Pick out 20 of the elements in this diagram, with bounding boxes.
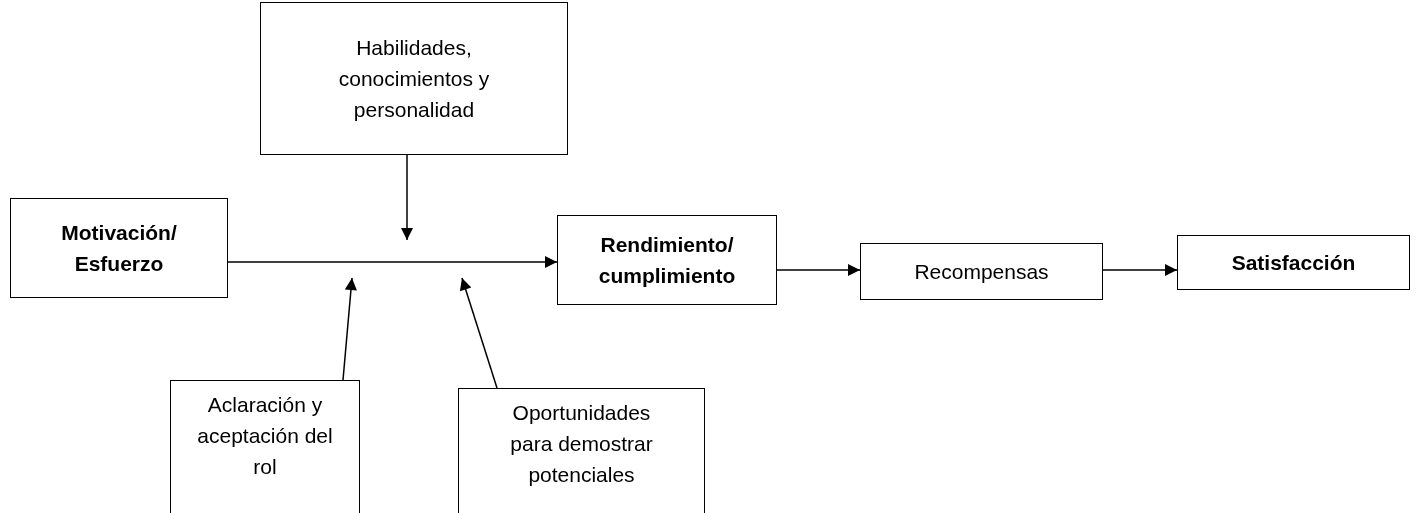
arrow (459, 277, 498, 389)
process-box (458, 388, 705, 513)
box-label: Habilidades, conocimientos y personalidad (337, 35, 491, 123)
process-box (1177, 235, 1410, 290)
process-box (860, 243, 1103, 300)
process-box (170, 380, 360, 513)
box-label: Oportunidades para demostrar potenciales (509, 400, 654, 488)
arrow (776, 264, 861, 276)
box-label: Aclaración y aceptación del rol (196, 392, 334, 480)
arrow (342, 277, 357, 381)
arrow (1102, 264, 1178, 276)
arrow (227, 256, 558, 268)
box-label: Rendimiento/ cumplimiento (597, 232, 737, 289)
box-label: Satisfacción (1231, 250, 1356, 276)
process-box (260, 2, 568, 155)
arrow (401, 154, 413, 241)
process-box (10, 198, 228, 298)
process-box (557, 215, 777, 305)
box-label: Recompensas (914, 259, 1049, 285)
box-label: Motivación/ Esfuerzo (60, 220, 178, 277)
